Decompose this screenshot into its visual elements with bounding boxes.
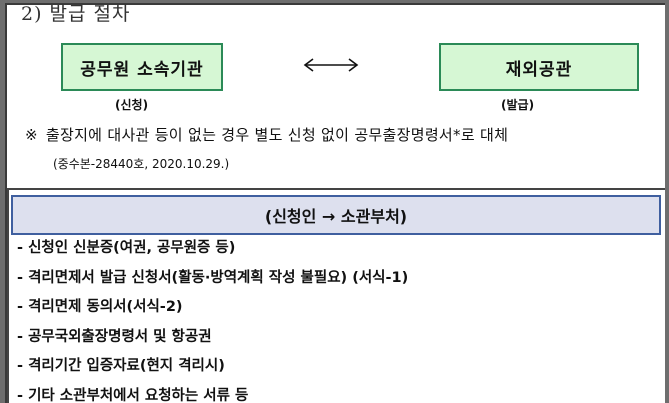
list-item: - 격리기간 입증자료(현지 격리시) bbox=[17, 358, 225, 374]
list-item: - 신청인 신분증(여권, 공무원증 등) bbox=[17, 240, 236, 256]
note-text: 출장지에 대사관 등이 없는 경우 별도 신청 없이 공무출장명령서*로 대체 bbox=[45, 126, 509, 144]
origin-role-label: (신청) bbox=[115, 98, 149, 112]
list-item: - 격리면제서 발급 신청서(활동·방역계획 작성 불필요) (서식-1) bbox=[17, 269, 409, 286]
section-title: 2) 발급 절차 bbox=[21, 3, 131, 25]
list-item: - 공무국외출장명령서 및 항공권 bbox=[17, 328, 212, 345]
note-line: ※ 출장지에 대사관 등이 없는 경우 별도 신청 없이 공무출장명령서*로 대체 bbox=[25, 124, 508, 145]
embassy-box: 재외공관 bbox=[439, 43, 639, 91]
document-list: - 신청인 신분증(여권, 공무원증 등) - 격리면제서 발급 신청서(활동·… bbox=[17, 234, 408, 403]
list-item: - 격리면제 동의서(서식-2) bbox=[17, 299, 183, 315]
required-documents-panel: (신청인 → 소관부처) - 신청인 신분증(여권, 공무원증 등) - 격리면… bbox=[7, 188, 665, 403]
note-reference: (중수본-28440호, 2020.10.29.) bbox=[53, 157, 230, 171]
list-item: - 기타 소관부처에서 요청하는 서류 등 bbox=[17, 387, 249, 403]
double-arrow-icon bbox=[303, 58, 359, 72]
document-page: 2) 발급 절차 공무원 소속기관 재외공관 (신청) (발급) ※ 출장지에 대… bbox=[5, 3, 665, 403]
embassy-role-label: (발급) bbox=[501, 98, 535, 112]
note-mark: ※ bbox=[25, 126, 38, 144]
origin-agency-box: 공무원 소속기관 bbox=[61, 43, 223, 91]
panel-header: (신청인 → 소관부처) bbox=[11, 195, 661, 235]
